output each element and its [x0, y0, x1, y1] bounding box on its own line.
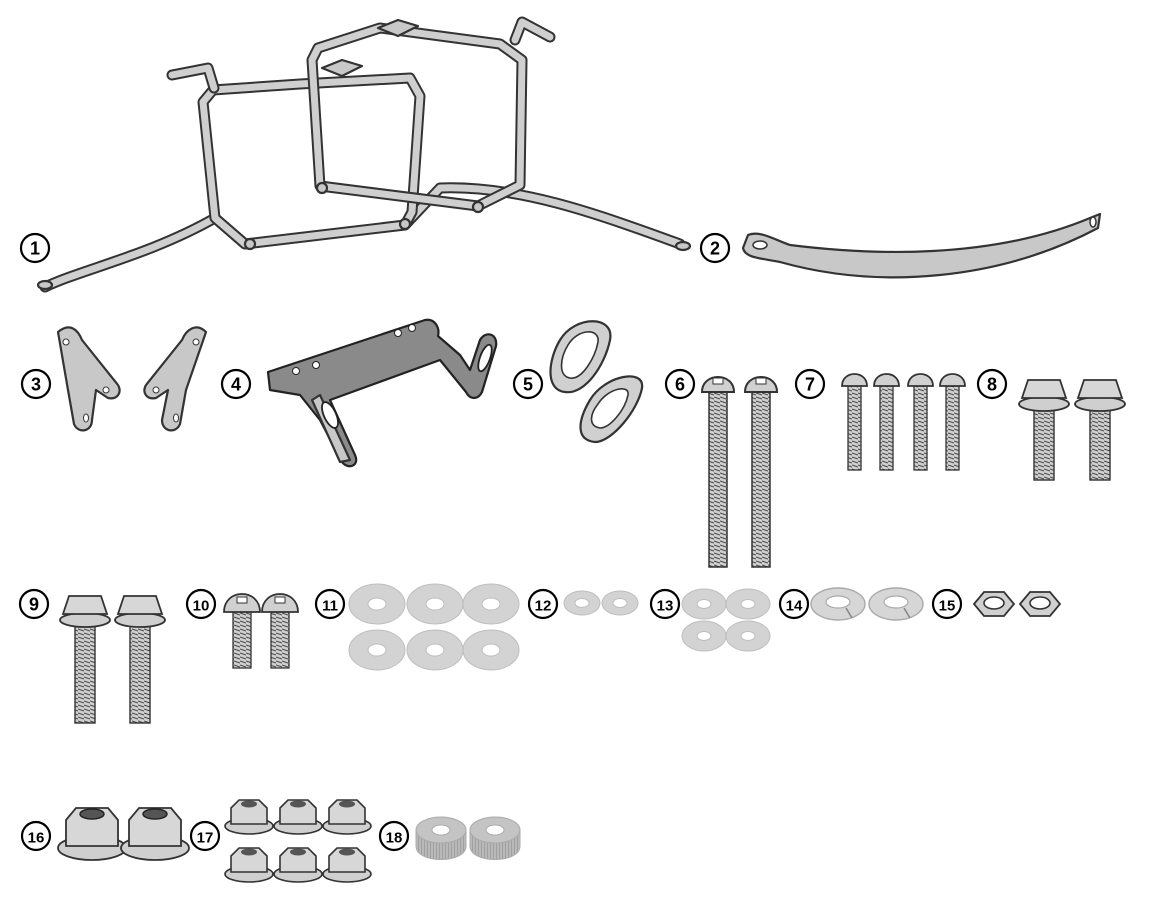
callout-17-label: 17 — [197, 830, 214, 847]
part-8-hex-bolts — [1018, 379, 1126, 481]
callout-15: 15 — [931, 588, 963, 620]
callout-10-label: 10 — [193, 598, 210, 615]
callout-7: 7 — [794, 368, 826, 400]
callout-6: 6 — [664, 368, 696, 400]
callout-16: 16 — [20, 820, 52, 852]
callout-9-label: 9 — [29, 595, 39, 615]
callout-3: 3 — [20, 368, 52, 400]
callout-18-label: 18 — [386, 830, 403, 847]
part-1-side-frame — [36, 16, 692, 293]
callout-1-label: 1 — [30, 239, 40, 259]
callout-3-label: 3 — [31, 375, 41, 395]
callout-14: 14 — [778, 588, 810, 620]
callout-4: 4 — [220, 368, 252, 400]
callout-2: 2 — [699, 232, 731, 264]
callout-5-label: 5 — [523, 375, 533, 395]
part-13-washers — [681, 588, 771, 652]
callout-2-label: 2 — [710, 239, 720, 259]
part-12-small-washers — [563, 590, 639, 616]
callout-11-label: 11 — [322, 598, 338, 615]
callout-1: 1 — [19, 232, 51, 264]
part-5-rubber-loops — [549, 320, 644, 444]
callout-13-label: 13 — [657, 598, 674, 615]
callout-16-label: 16 — [28, 830, 45, 847]
callout-11: 11 — [314, 588, 346, 620]
part-10-button-bolts — [223, 593, 299, 669]
callout-14-label: 14 — [786, 598, 803, 615]
callouts: 1 2 3 4 5 6 7 8 — [18, 232, 1008, 852]
callout-12: 12 — [527, 588, 559, 620]
callout-12-label: 12 — [535, 598, 552, 615]
part-7-bolts — [841, 373, 966, 471]
callout-15-label: 15 — [939, 598, 956, 615]
callout-5: 5 — [512, 368, 544, 400]
part-15-hex-nuts — [972, 591, 1062, 617]
callout-7-label: 7 — [805, 375, 815, 395]
callout-4-label: 4 — [231, 375, 241, 395]
part-16-flange-nuts — [57, 807, 190, 861]
part-2-strut — [741, 212, 1102, 279]
part-4-plate — [266, 318, 498, 468]
callout-6-label: 6 — [675, 375, 685, 395]
callout-13: 13 — [649, 588, 681, 620]
part-18-spacers — [415, 816, 521, 860]
callout-10: 10 — [185, 588, 217, 620]
callout-17: 17 — [189, 820, 221, 852]
part-17-small-nuts — [224, 799, 372, 883]
part-9-long-hex-bolts — [59, 595, 166, 724]
part-3-brackets — [56, 326, 208, 432]
callout-18: 18 — [378, 820, 410, 852]
callout-9: 9 — [18, 588, 50, 620]
callout-8: 8 — [976, 368, 1008, 400]
part-14-split-washers — [810, 587, 924, 621]
part-11-large-washers — [348, 583, 520, 671]
callout-8-label: 8 — [987, 375, 997, 395]
part-6-long-bolts — [700, 376, 779, 568]
